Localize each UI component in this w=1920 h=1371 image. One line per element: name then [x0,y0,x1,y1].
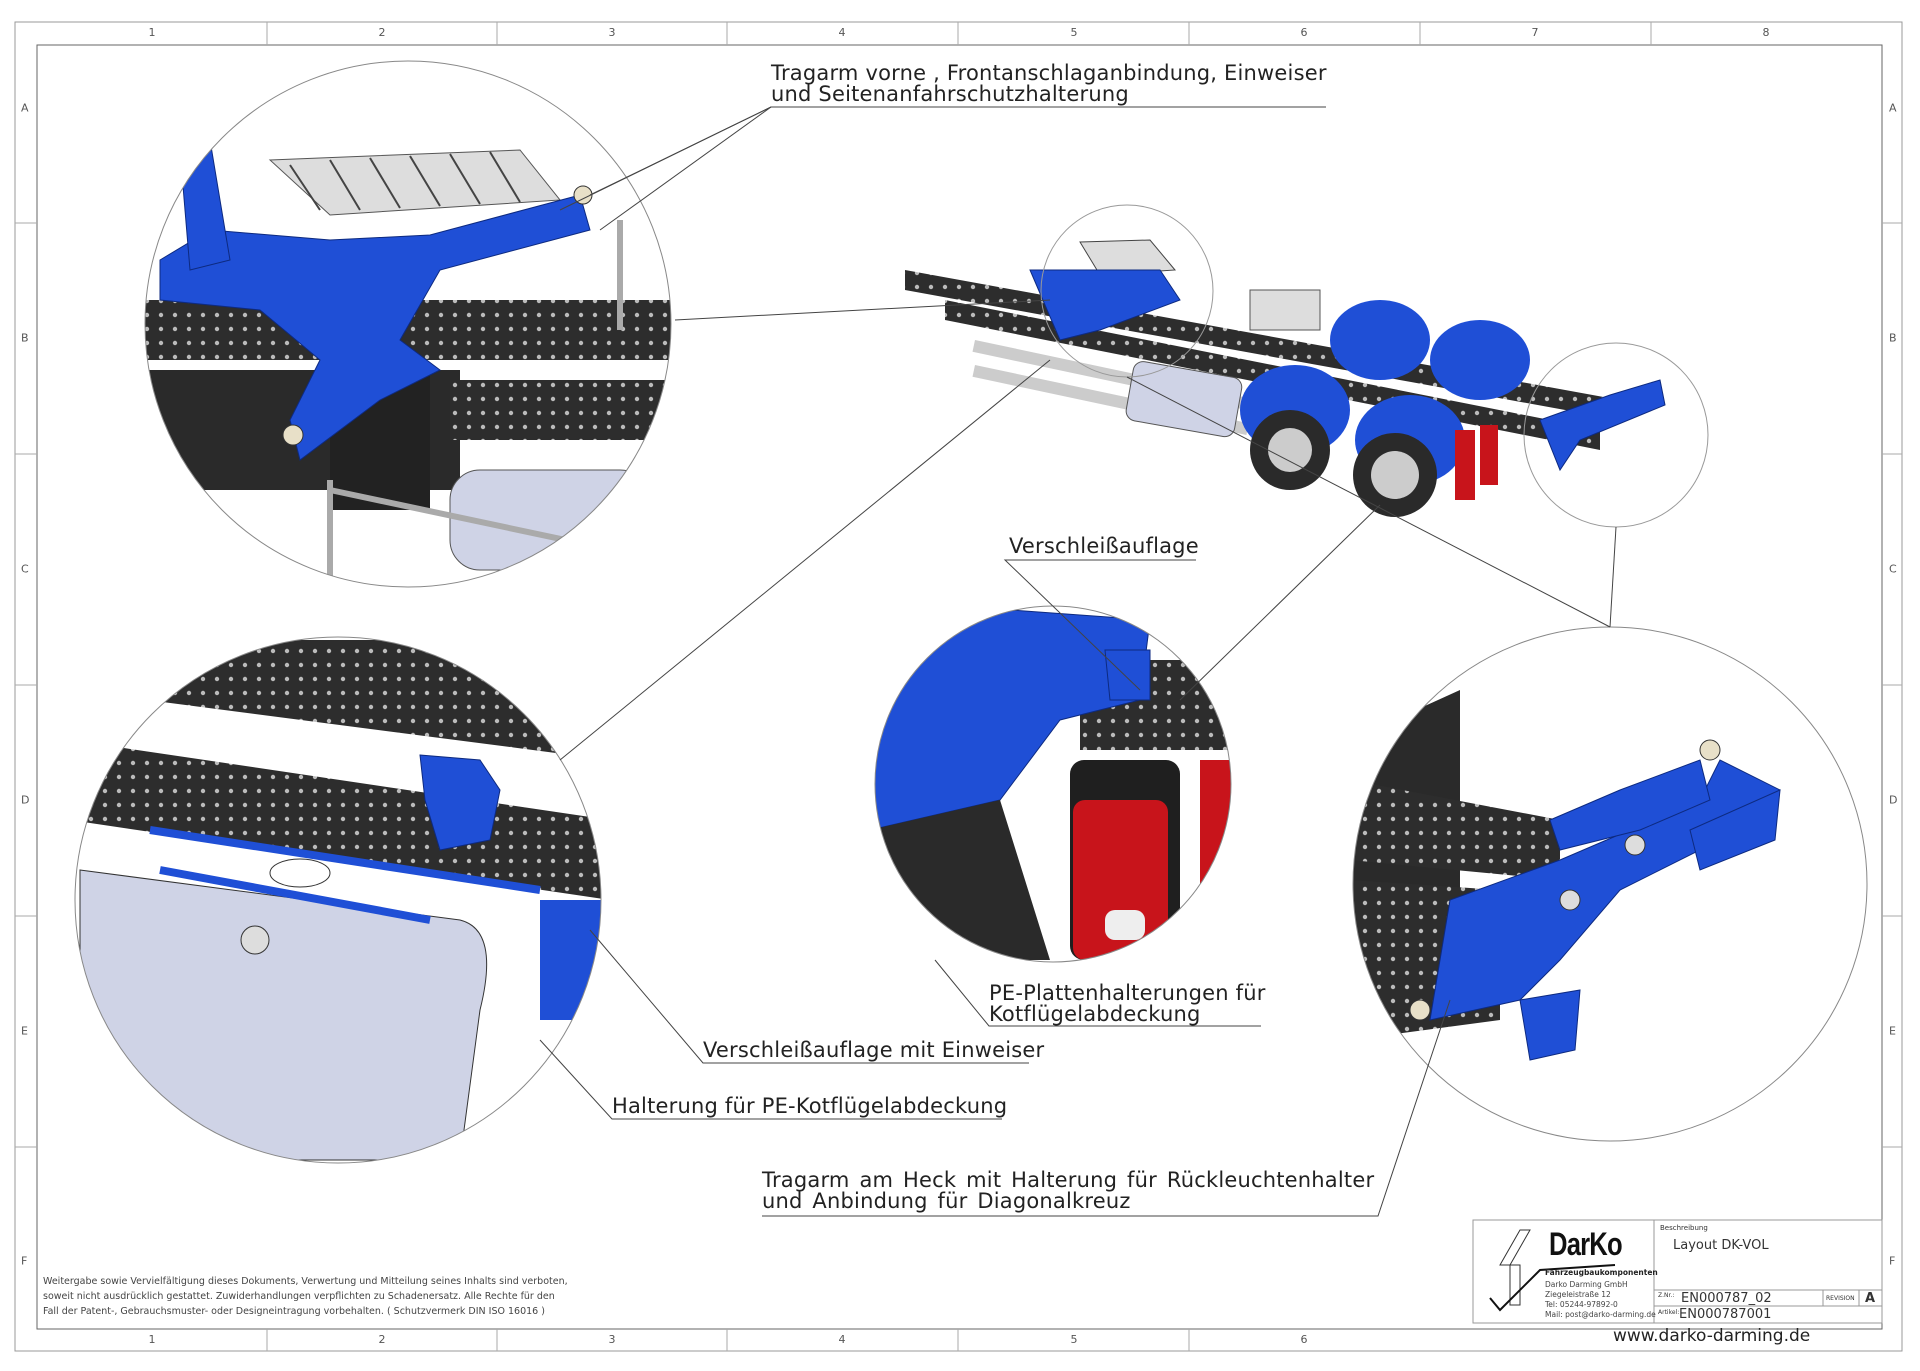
detail-pe-holders [875,606,1231,962]
detail-circle-1 [144,60,672,588]
detail-front-arm [145,61,671,587]
legal-line: Weitergabe sowie Vervielfältigung dieses… [43,1276,568,1287]
callout-front-arm: Tragarm vorne , Frontanschlaganbindung, … [771,63,1327,105]
grid-row-label: A [1889,101,1897,115]
grid-row-label: D [1889,793,1898,807]
article-value: EN000787001 [1679,1307,1772,1322]
grid-row-label: C [1889,562,1897,576]
grid-row-label: E [21,1024,28,1038]
legal-notice: Weitergabe sowie Vervielfältigung dieses… [43,1274,568,1319]
grid-row-label: B [1889,331,1897,345]
callout-pe-holders: PE-Plattenhalterungen für Kotflügelabdec… [989,983,1266,1025]
grid-col-label: 5 [1070,26,1078,39]
inner-border [36,44,1883,1330]
grid-col-label: 2 [378,1333,386,1346]
detail-wear-pad [75,637,601,1163]
grid-row-label: F [21,1254,28,1268]
leader-lines [539,106,1617,1217]
callout-line: und Anbindung für Diagonalkreuz [762,1189,1131,1213]
company-mail: Mail: post@darko-darming.de [1545,1310,1656,1319]
logo-subtitle: Fahrzeugbaukomponenten [1545,1268,1658,1277]
legal-line: Fall der Patent-, Gebrauchsmuster- oder … [43,1306,545,1317]
callout-line: Tragarm vorne , Frontanschlaganbindung, … [771,61,1327,85]
revision-value: A [1865,1291,1876,1306]
legal-line: soweit nicht ausdrücklich gestattet. Zuw… [43,1291,555,1302]
callout-line: Kotflügelabdeckung [989,1002,1201,1026]
drawing-no-label: Z.Nr.: [1658,1292,1675,1299]
drawing-no-value: EN000787_02 [1681,1291,1772,1306]
callout-pe-bracket: Halterung für PE-Kotflügelabdeckung [612,1094,1008,1118]
callout-line: und Seitenanfahrschutzhalterung [771,82,1129,106]
article-label: Artikel: [1658,1309,1680,1316]
title-block-frame [1472,1219,1883,1324]
grid-row-label: E [1889,1024,1896,1038]
website-link[interactable]: www.darko-darming.de [1613,1326,1811,1346]
callout-line: Tragarm am Heck mit Halterung für Rückle… [762,1168,1375,1192]
grid-row-label: A [21,101,29,115]
grid-row-label: B [21,331,29,345]
callout-rear-arm: Tragarm am Heck mit Halterung für Rückle… [762,1170,1374,1212]
chassis-overview [905,239,1666,517]
company-street: Ziegeleistraße 12 [1545,1290,1611,1299]
revision-label: REVISION [1826,1295,1855,1302]
callout-wear-pad-guide: Verschleißauflage mit Einweiser [703,1038,1045,1062]
grid-col-label: 1 [148,26,156,39]
grid-col-label: 2 [378,26,386,39]
description-label: Beschreibung [1660,1224,1708,1232]
company-logo-text: DarKo [1549,1226,1623,1262]
grid-col-label: 5 [1070,1333,1078,1346]
detail-rear-arm [1353,627,1867,1141]
grid-col-label: 4 [838,1333,846,1346]
callout-line: PE-Plattenhalterungen für [989,981,1266,1005]
grid-col-label: 3 [608,26,616,39]
grid-col-label: 1 [148,1333,156,1346]
grid-ticks [15,22,1902,1351]
grid-row-label: C [21,562,29,576]
company-phone: Tel: 05244-97892-0 [1545,1300,1618,1309]
grid-col-label: 4 [838,26,846,39]
grid-row-label: D [21,793,30,807]
grid-col-label: 3 [608,1333,616,1346]
description-value: Layout DK-VOL [1673,1238,1769,1253]
company-name: Darko Darming GmbH [1545,1280,1628,1289]
callout-wear-pad: Verschleißauflage [1009,534,1199,558]
grid-col-label: 6 [1300,1333,1308,1346]
grid-col-label: 8 [1762,26,1770,39]
darko-logo-mark [1489,1229,1616,1312]
company-address: Darko Darming GmbH Ziegeleistraße 12 Tel… [1545,1280,1656,1320]
grid-col-label: 7 [1531,26,1539,39]
detail-circle-2 [74,636,602,1164]
grid-col-label: 6 [1300,26,1308,39]
grid-row-label: F [1889,1254,1896,1268]
